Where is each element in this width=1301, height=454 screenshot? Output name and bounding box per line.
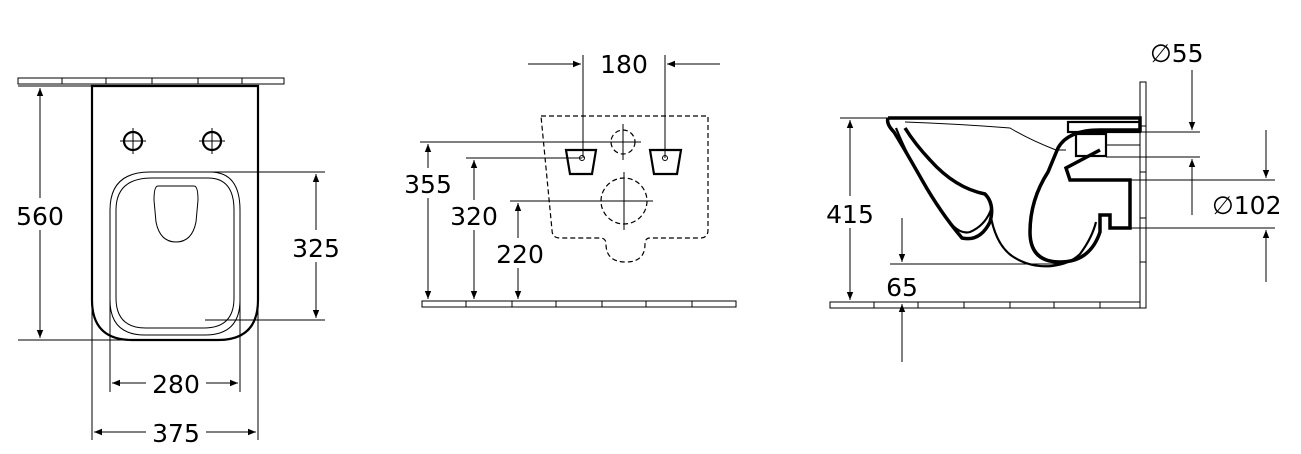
dimension-inner-width-label: 280 — [152, 370, 200, 399]
side-view: ∅55 ∅102 415 65 — [822, 39, 1282, 362]
dimension-outlet-height-label: 220 — [496, 240, 544, 269]
mounting-lug-left — [564, 148, 598, 176]
dimension-seat-depth-label: 325 — [292, 234, 340, 263]
floor-strip — [421, 300, 737, 308]
dimension-inlet-diameter-label: ∅55 — [1150, 39, 1204, 68]
dimension-length: 560 — [8, 85, 132, 341]
dimension-bolt-height: 320 — [446, 157, 582, 299]
dimension-floor-gap-label: 65 — [886, 273, 918, 302]
dimension-outer-width: 375 — [91, 300, 259, 449]
inlet-connector — [1066, 120, 1142, 158]
dimension-bolt-spacing-label: 180 — [600, 50, 648, 79]
dimension-inner-width: 280 — [109, 300, 241, 399]
bowl-outline — [90, 84, 260, 342]
rim-channel — [904, 121, 1066, 151]
rear-view: 180 355 320 220 — [400, 50, 737, 308]
dimension-bolt-spacing: 180 — [528, 50, 720, 158]
dimension-seat-depth: 325 — [205, 171, 344, 321]
dimension-height-label: 415 — [826, 200, 874, 229]
dimension-outlet-diameter: ∅102 — [1130, 130, 1282, 282]
side-floor-strip — [829, 301, 1141, 309]
bowl-profile-inner — [894, 127, 1098, 268]
wall-vertical — [1139, 81, 1147, 309]
fixing-hole-left — [120, 128, 146, 154]
dimension-length-label: 560 — [16, 202, 64, 231]
dimension-floor-gap: 65 — [880, 218, 1060, 362]
seat-opening — [109, 171, 241, 336]
dimension-bolt-height-label: 320 — [450, 202, 498, 231]
wall-strip — [17, 77, 285, 85]
seat-inner — [115, 177, 235, 329]
dimension-outlet-diameter-label: ∅102 — [1212, 191, 1282, 220]
fixing-hole-right — [199, 128, 225, 154]
dimension-fixing-height-label: 355 — [404, 170, 452, 199]
top-view: 560 325 280 375 — [8, 77, 344, 449]
water-surface — [153, 185, 199, 243]
dimension-outlet-height: 220 — [492, 200, 595, 299]
dimension-height: 415 — [822, 117, 888, 300]
dimension-inlet-diameter: ∅55 — [1106, 39, 1204, 215]
dimension-fixing-height: 355 — [400, 141, 605, 299]
bowl-profile-outer — [885, 116, 1142, 264]
dimension-outer-width-label: 375 — [152, 419, 200, 448]
